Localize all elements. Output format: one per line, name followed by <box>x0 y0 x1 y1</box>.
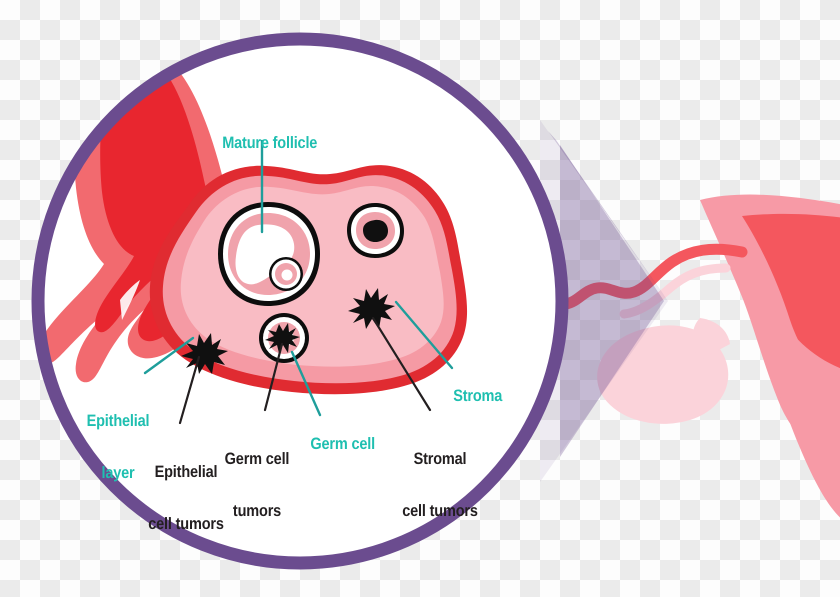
leader-stromal-cell-tumors <box>371 316 432 412</box>
label-stroma-text: Stroma <box>453 387 503 406</box>
epithelial-tumor-star <box>181 333 228 374</box>
uterus-ligament-stem <box>692 318 730 360</box>
germ-cell-follicle-low <box>259 313 309 363</box>
label-germ-cell-text: Germ cell <box>310 435 376 454</box>
leader-germ-cell <box>290 350 322 417</box>
follicle-oocyte-core <box>281 269 293 281</box>
leader-epithelial-cell-tumors <box>178 355 201 425</box>
cone-shape <box>560 145 664 457</box>
label-germ-cell-tumors: Germ cell tumors <box>173 416 340 555</box>
label-mature-follicle-text: Mature follicle <box>222 134 318 153</box>
label-germ-cell: Germ cell <box>251 419 418 471</box>
mature-follicle-body <box>218 202 320 306</box>
magnifier-ring <box>31 32 569 570</box>
label-epithelial-cell-tumors-line2: cell tumors <box>148 514 224 533</box>
tube-highlight <box>120 280 140 320</box>
fallopian-tube-highlight <box>619 263 731 319</box>
uterus-lower-limb <box>745 297 840 518</box>
leader-stroma <box>394 300 454 370</box>
leader-lines <box>143 139 454 425</box>
leader-epithelial-layer <box>143 336 195 375</box>
uterus-endometrium <box>742 213 840 380</box>
cone-edge-upper <box>548 131 668 301</box>
label-germ-cell-tumors-line1: Germ cell <box>224 449 290 468</box>
stromal-tumor-star <box>348 288 395 329</box>
label-germ-cell-tumors-line2: tumors <box>232 501 282 520</box>
label-stromal-cell-tumors-line2: cell tumors <box>402 501 478 520</box>
label-epithelial-cell-tumors: Epithelial cell tumors <box>98 429 274 568</box>
magnifier-cone <box>540 120 668 482</box>
label-epithelial-cell-tumors-line1: Epithelial <box>154 462 218 481</box>
label-epithelial-layer-line2: layer <box>101 463 135 482</box>
germ-cell-tumor-star <box>265 323 300 353</box>
label-mature-follicle: Mature follicle <box>165 118 359 170</box>
label-epithelial-layer: Epithelial layer <box>39 378 197 517</box>
cone-shape-inner <box>540 120 668 482</box>
leader-germ-cell-tumors <box>263 342 284 412</box>
germ-tumor-core-top <box>363 219 388 242</box>
label-stroma: Stroma <box>391 371 549 423</box>
germ-cell-follicle-top <box>347 203 404 258</box>
label-stromal-cell-tumors-line1: Stromal <box>413 449 467 468</box>
label-stromal-cell-tumors: Stromal cell tumors <box>352 416 528 555</box>
label-epithelial-layer-line1: Epithelial <box>86 411 150 430</box>
